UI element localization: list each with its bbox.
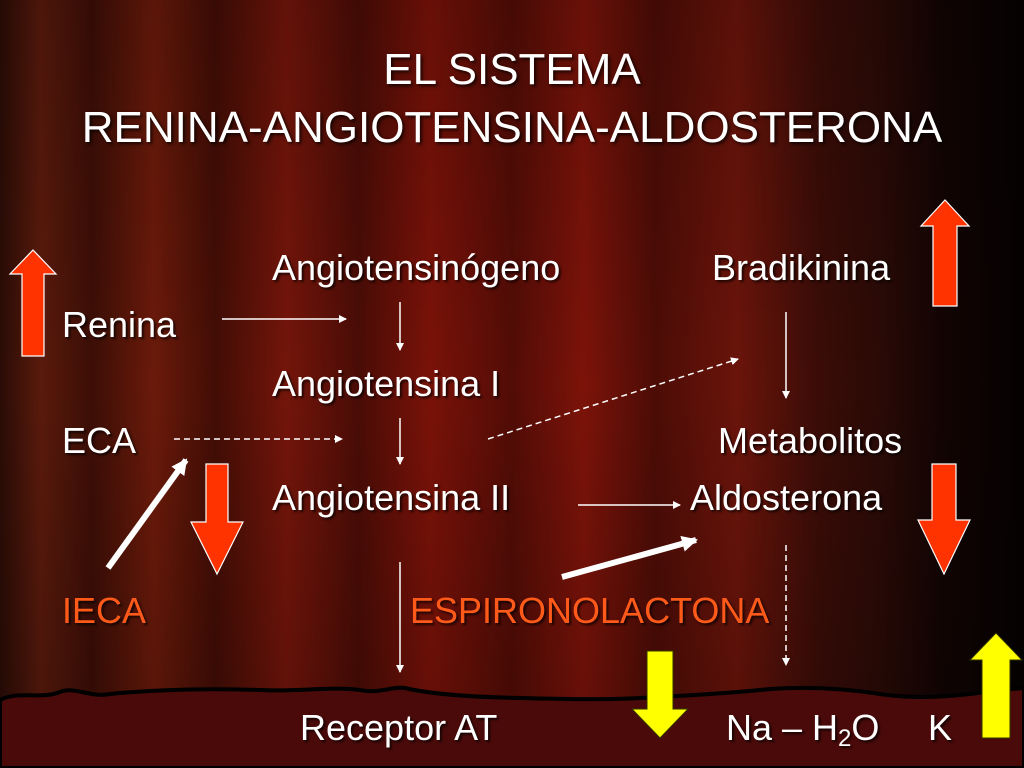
- label-bradikinina: Bradikinina: [712, 247, 891, 288]
- label-eca: ECA: [62, 420, 137, 461]
- label-aldosterona: Aldosterona: [690, 477, 883, 518]
- na-h2o-suffix: O: [851, 707, 880, 748]
- label-receptor-at: Receptor AT: [300, 707, 498, 748]
- label-espironolactona: ESPIRONOLACTONA: [410, 590, 770, 631]
- label-metabolitos: Metabolitos: [718, 420, 903, 461]
- label-na-h2o: Na – H2O: [726, 707, 880, 751]
- label-angiotensina-ii: Angiotensina II: [272, 477, 511, 518]
- floor: [0, 685, 1024, 768]
- label-angiotensinogeno: Angiotensinógeno: [272, 247, 561, 288]
- label-angiotensina-i: Angiotensina I: [272, 363, 501, 404]
- label-renina: Renina: [62, 304, 177, 345]
- title-line-2: RENINA-ANGIOTENSINA-ALDOSTERONA: [81, 103, 943, 152]
- label-ieca: IECA: [62, 590, 147, 631]
- na-h2o-prefix: Na – H: [726, 707, 839, 748]
- title-line-1: EL SISTEMA: [383, 45, 641, 94]
- label-k: K: [928, 707, 953, 748]
- na-h2o-subscript: 2: [838, 725, 852, 752]
